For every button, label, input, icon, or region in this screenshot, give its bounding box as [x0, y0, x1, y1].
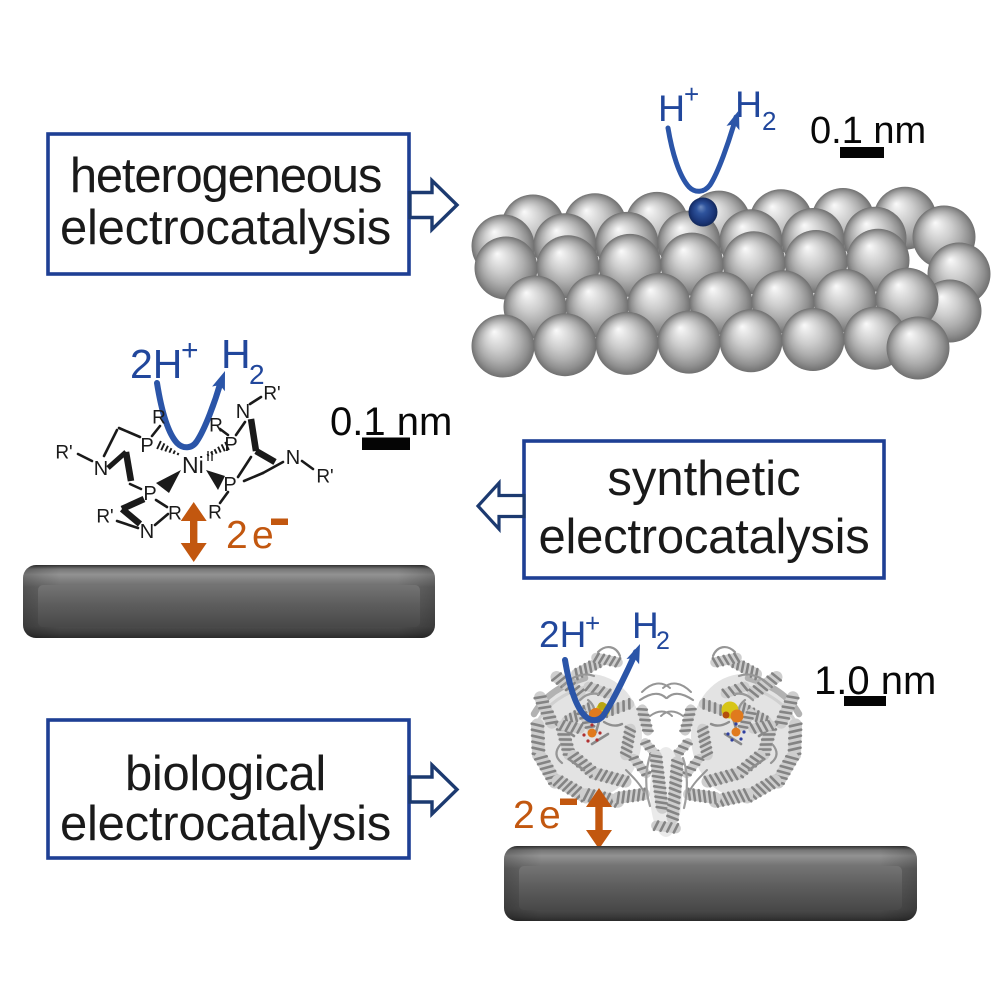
svg-text:P: P	[223, 474, 236, 496]
svg-text:R': R'	[55, 443, 72, 464]
svg-text:N: N	[140, 521, 154, 543]
svg-text:Ni: Ni	[182, 452, 204, 478]
svg-text:R: R	[168, 504, 182, 525]
svg-text:heterogeneous: heterogeneous	[70, 149, 381, 203]
svg-text:R: R	[208, 503, 222, 524]
svg-text:0.1 nm: 0.1 nm	[330, 400, 452, 444]
svg-text:2: 2	[656, 627, 670, 655]
svg-text:2: 2	[226, 514, 248, 557]
svg-text:H: H	[221, 331, 251, 377]
svg-text:e: e	[539, 794, 561, 837]
svg-text:1.0 nm: 1.0 nm	[814, 659, 936, 703]
svg-text:2: 2	[249, 359, 265, 390]
svg-text:synthetic: synthetic	[607, 452, 800, 506]
svg-text:biological: biological	[125, 747, 326, 801]
svg-text:0.1 nm: 0.1 nm	[810, 110, 926, 152]
svg-text:N: N	[94, 458, 108, 480]
svg-text:e: e	[252, 514, 274, 557]
svg-text:N: N	[286, 447, 300, 469]
svg-text:R': R'	[263, 384, 280, 405]
svg-text:electrocatalysis: electrocatalysis	[538, 510, 869, 564]
svg-text:R': R'	[316, 467, 333, 488]
svg-text:2: 2	[513, 794, 535, 837]
svg-text:electrocatalysis: electrocatalysis	[60, 797, 391, 851]
svg-text:N: N	[236, 401, 250, 423]
svg-text:2H: 2H	[130, 341, 182, 387]
svg-text:P: P	[224, 434, 237, 456]
svg-text:2: 2	[762, 106, 776, 136]
svg-text:+: +	[585, 608, 600, 638]
svg-text:P: P	[143, 483, 156, 505]
svg-text:H: H	[735, 83, 762, 125]
svg-text:H: H	[658, 87, 685, 129]
svg-text:R: R	[152, 408, 166, 429]
svg-text:+: +	[181, 334, 199, 367]
svg-text:H: H	[632, 605, 659, 646]
svg-text:electrocatalysis: electrocatalysis	[60, 201, 391, 255]
svg-text:R': R'	[96, 507, 113, 528]
svg-text:+: +	[684, 79, 699, 109]
svg-text:P: P	[140, 435, 153, 457]
svg-text:II: II	[206, 449, 214, 465]
svg-text:2H: 2H	[539, 614, 586, 655]
svg-text:R: R	[209, 416, 223, 437]
